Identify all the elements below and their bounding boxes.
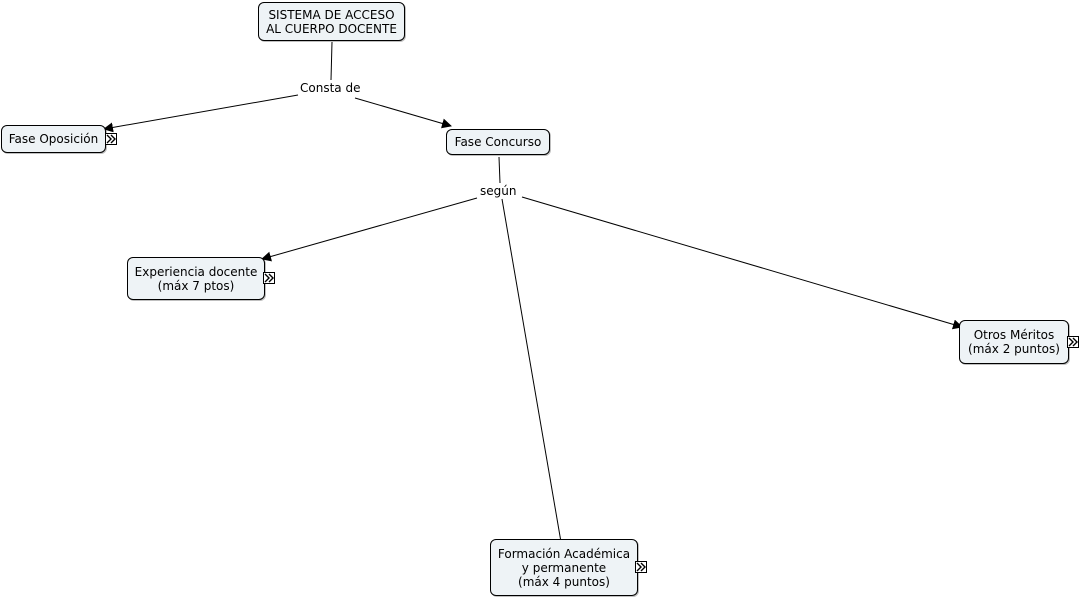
link-consta-to-oposicion — [103, 94, 299, 133]
node-sistema-acceso[interactable]: SISTEMA DE ACCESO AL CUERPO DOCENTE — [258, 2, 405, 41]
link-concurso-to-segun — [498, 156, 501, 184]
node-experiencia-docente[interactable]: Experiencia docente (máx 7 ptos) — [127, 257, 265, 300]
double-chevron-right-icon[interactable] — [263, 272, 275, 284]
node-fase-concurso[interactable]: Fase Concurso — [446, 129, 550, 155]
double-chevron-right-icon[interactable] — [635, 561, 647, 573]
double-chevron-right-icon — [1068, 337, 1078, 347]
link-label-segun[interactable]: según — [478, 184, 519, 198]
node-fase-oposicion[interactable]: Fase Oposición — [1, 125, 106, 153]
link-segun-to-formacion — [501, 198, 562, 543]
double-chevron-right-icon — [264, 273, 274, 283]
link-label-consta-de[interactable]: Consta de — [298, 81, 363, 95]
double-chevron-right-icon — [106, 134, 116, 144]
link-consta-to-concurso — [354, 97, 452, 129]
double-chevron-right-icon[interactable] — [1067, 336, 1079, 348]
double-chevron-right-icon[interactable] — [105, 133, 117, 145]
link-segun-to-experiencia — [261, 197, 478, 262]
link-segun-to-otros — [521, 196, 963, 330]
node-otros-meritos[interactable]: Otros Méritos (máx 2 puntos) — [959, 320, 1069, 364]
node-formacion-academica[interactable]: Formación Académica y permanente (máx 4 … — [490, 539, 638, 596]
link-root-to-consta — [330, 41, 333, 81]
double-chevron-right-icon — [636, 562, 646, 572]
